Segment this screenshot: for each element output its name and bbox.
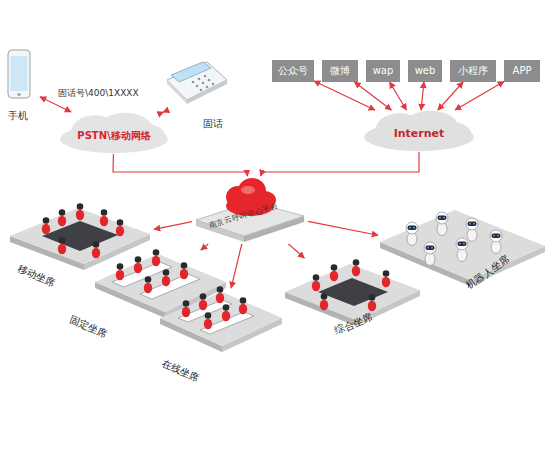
online-seat-floor: [160, 286, 282, 352]
connector-arrow: [308, 221, 378, 235]
internet-cloud: Internet: [362, 110, 476, 152]
platform-node: 南京云呼叫中心平台: [192, 176, 308, 244]
channel-box: APP: [504, 60, 540, 82]
connector-arrow: [390, 82, 407, 110]
connector-arrow: [261, 152, 419, 176]
channel-box: wap: [366, 60, 400, 82]
fixed-seat-floor: [95, 249, 226, 318]
connector-arrow: [201, 244, 208, 250]
connector-arrow: [162, 111, 164, 112]
node-text: web: [408, 65, 442, 77]
connector-arrow: [288, 244, 304, 258]
node-text: 手机: [8, 110, 28, 122]
seat-area: 固定坐席: [68, 250, 228, 336]
seat-area: 移动坐席: [8, 203, 154, 285]
connector-arrow: [231, 244, 242, 288]
channel-box: 公众号: [272, 60, 314, 82]
node-text: 公众号: [272, 65, 314, 77]
integrated-seat-floor: [285, 259, 420, 326]
channel-box: 小程序: [450, 60, 496, 82]
node-text: 移动坐席: [16, 263, 57, 289]
node-text: 在线坐席: [160, 358, 201, 384]
channel-box: web: [408, 60, 442, 82]
note-label: 固话号\400\1XXXX: [58, 88, 139, 98]
node-text: 综合坐席: [333, 311, 374, 337]
node-text: wap: [366, 65, 400, 77]
node-text: 固话: [203, 118, 223, 130]
node-text: 微博: [322, 65, 358, 77]
node-text: 小程序: [450, 65, 496, 77]
landline-phone: 固话: [163, 58, 235, 136]
seat-area: 在线坐席: [156, 288, 284, 380]
connector-arrow: [438, 82, 463, 110]
robot-seat-floor: [380, 210, 545, 286]
connector-arrow: [354, 82, 391, 110]
connector-arrow: [154, 222, 192, 230]
seat-area: 机器人坐席: [378, 200, 548, 304]
mobile-seat-floor: [10, 203, 150, 270]
seat-area: 综合坐席: [283, 258, 423, 344]
landline-shape: [163, 58, 235, 136]
node-text: APP: [504, 65, 540, 77]
connector-arrow: [113, 154, 247, 176]
connector-arrow: [314, 81, 375, 110]
channel-box: 微博: [322, 60, 358, 82]
network-cloud: PSTN\移动网络: [58, 112, 170, 154]
connector-arrow: [421, 82, 424, 110]
node-text: PSTN\移动网络: [58, 130, 170, 142]
connector-arrow: [40, 97, 71, 112]
connector-arrow: [455, 81, 504, 110]
node-text: Internet: [362, 128, 476, 141]
mobile-phone: 手机: [0, 48, 40, 126]
node-text: 固定坐席: [68, 314, 109, 340]
node-text: 机器人坐席: [464, 253, 512, 291]
